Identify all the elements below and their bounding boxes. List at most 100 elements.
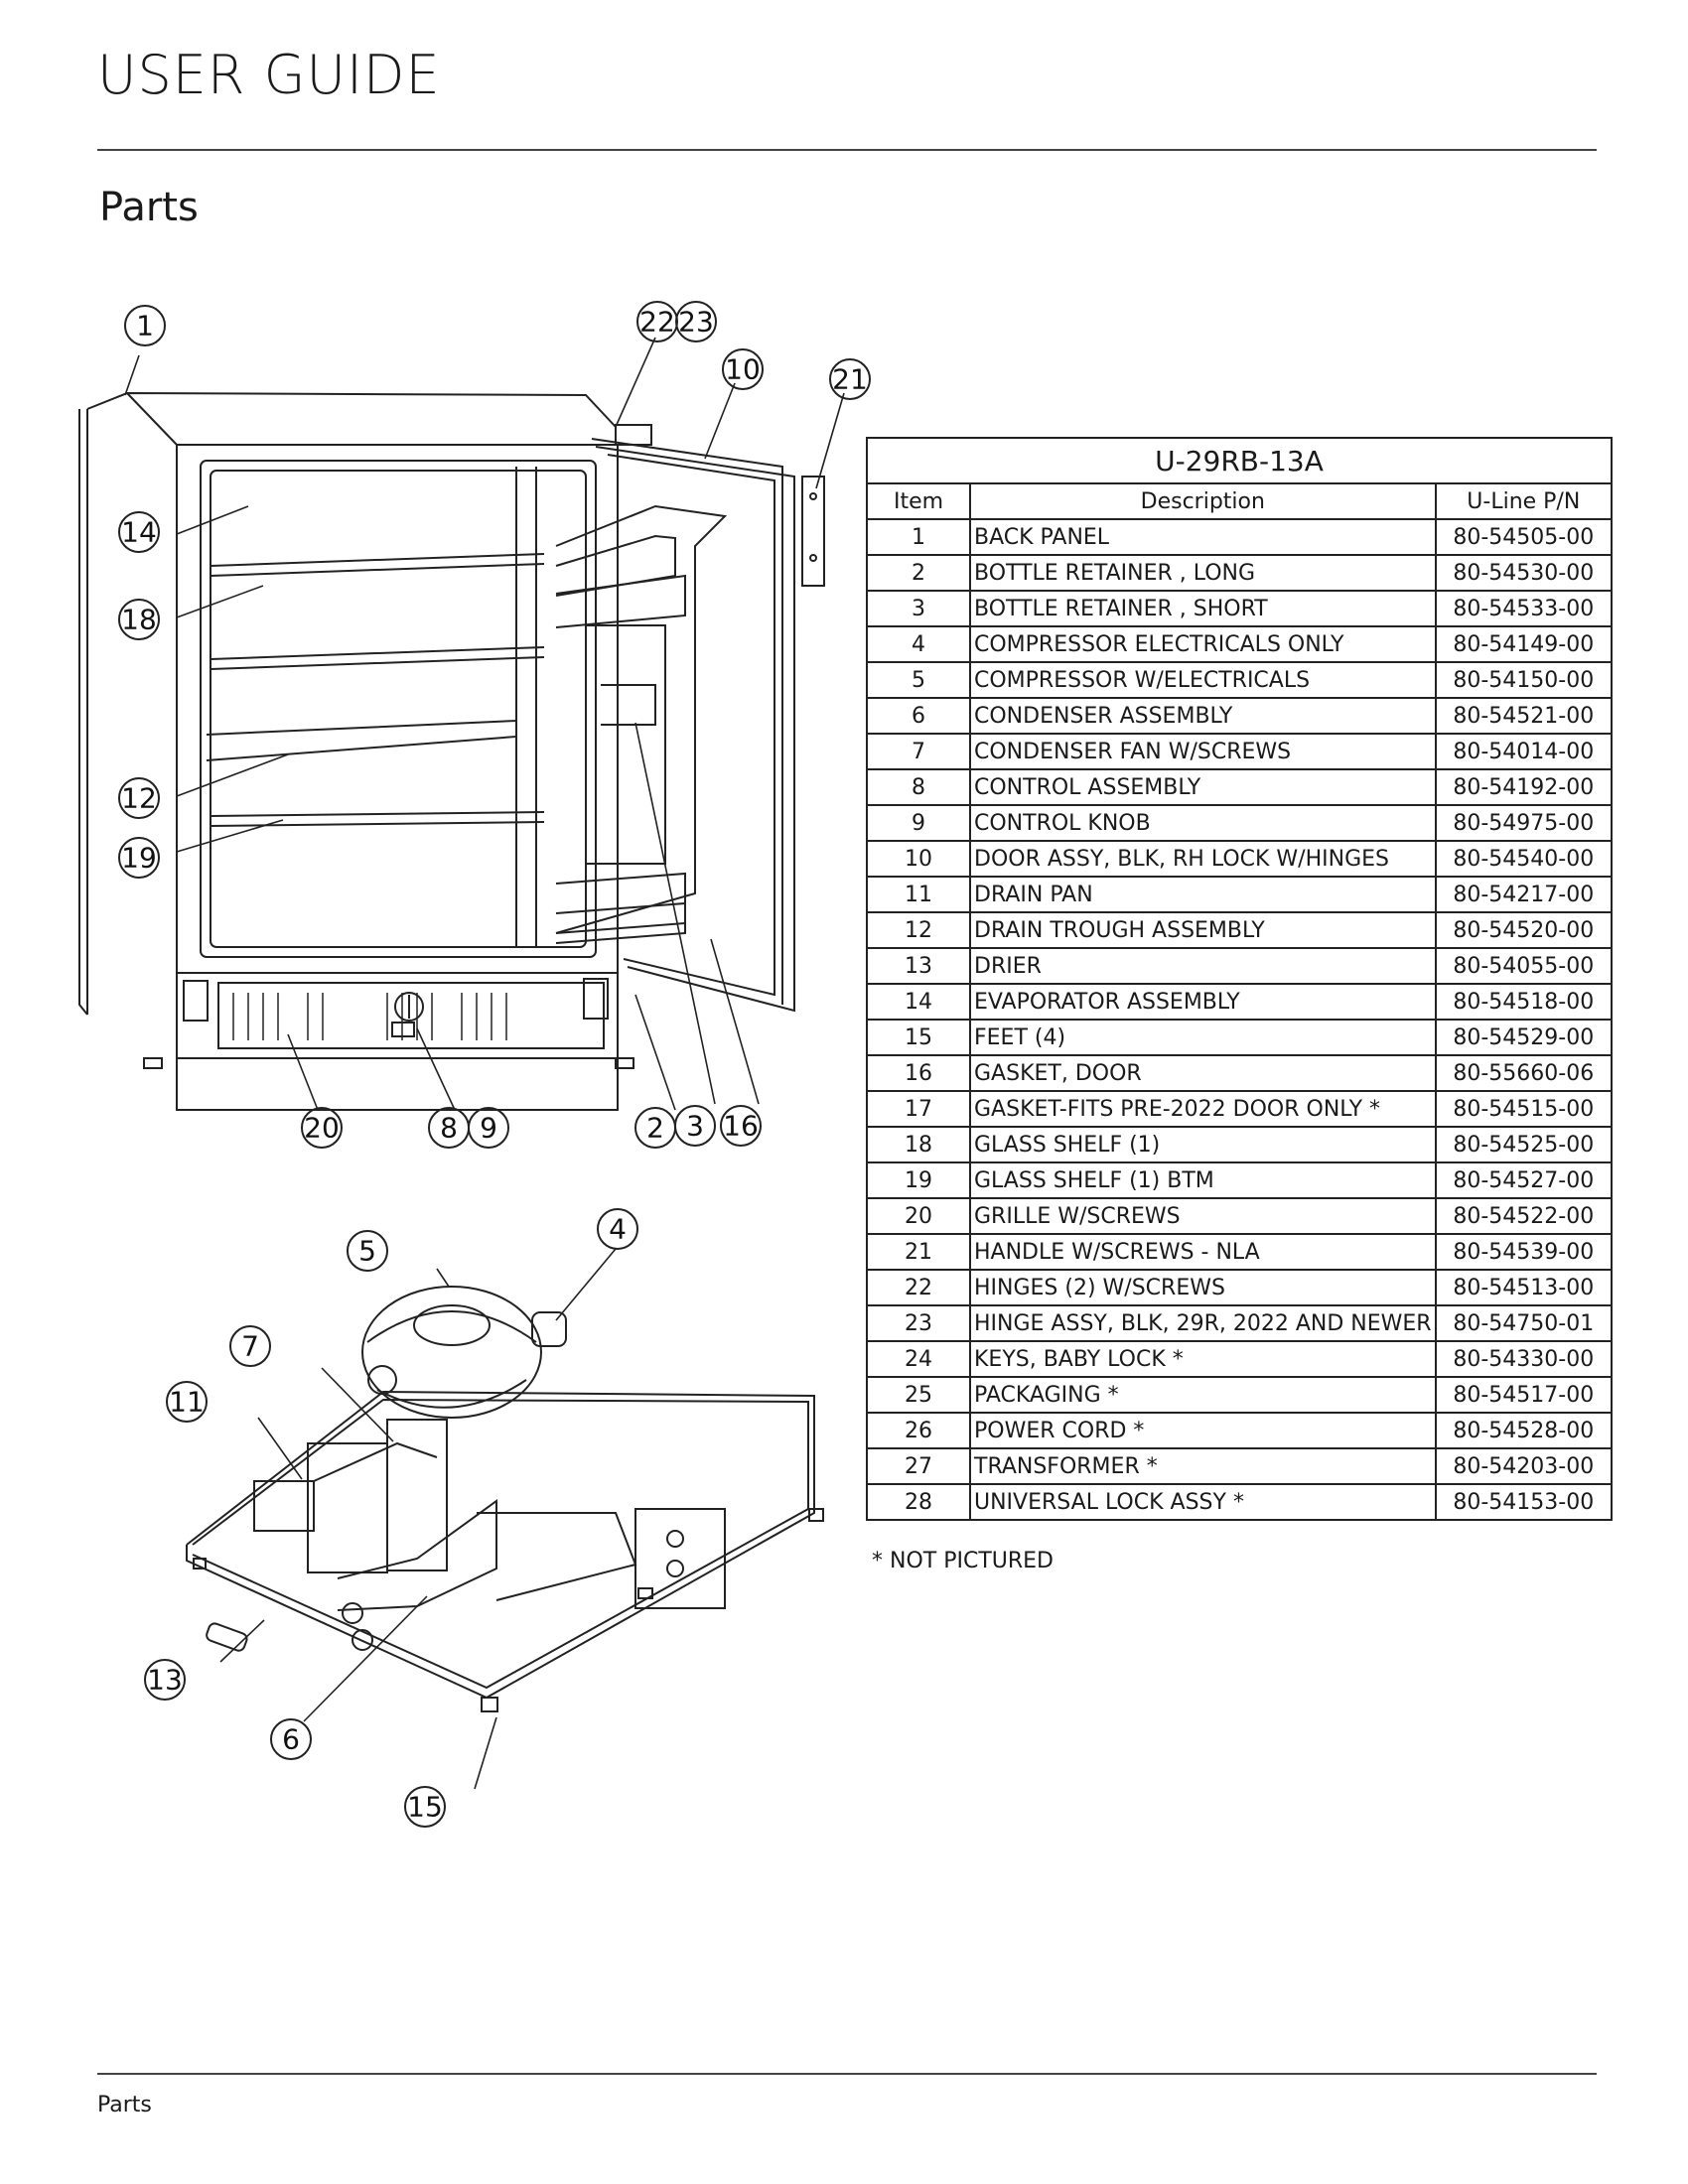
description-cell: DOOR ASSY, BLK, RH LOCK W/HINGES	[969, 840, 1437, 878]
item-number-cell: 3	[866, 590, 971, 627]
callout-16: 16	[723, 1110, 759, 1143]
callout-4: 4	[609, 1213, 627, 1246]
item-number-cell: 1	[866, 518, 971, 556]
column-header-item: Item	[866, 482, 971, 520]
header-divider	[97, 149, 1597, 151]
description-cell: HINGES (2) W/SCREWS	[969, 1269, 1437, 1306]
item-number-cell: 19	[866, 1161, 971, 1199]
item-number-cell: 10	[866, 840, 971, 878]
item-number-cell: 6	[866, 697, 971, 735]
callout-21: 21	[832, 363, 868, 396]
part-number-cell: 80-54149-00	[1434, 625, 1614, 663]
description-cell: BACK PANEL	[969, 518, 1437, 556]
description-cell: TRANSFORMER *	[969, 1447, 1437, 1485]
callout-12: 12	[121, 782, 157, 815]
callout-14: 14	[121, 516, 157, 549]
description-cell: COMPRESSOR W/ELECTRICALS	[969, 661, 1437, 699]
description-cell: POWER CORD *	[969, 1412, 1437, 1449]
parts-table: U-29RB-13A Item Description U-Line P/N 1…	[866, 437, 1614, 1521]
callout-23: 23	[678, 306, 714, 339]
page-title: USER GUIDE	[97, 44, 441, 106]
part-number-cell: 80-54203-00	[1434, 1447, 1614, 1485]
refrigerator-drawing	[78, 391, 825, 1111]
part-number-cell: 80-54528-00	[1434, 1412, 1614, 1449]
description-cell: CONDENSER ASSEMBLY	[969, 697, 1437, 735]
part-number-cell: 80-54529-00	[1434, 1019, 1614, 1056]
description-cell: GLASS SHELF (1)	[969, 1126, 1437, 1163]
part-number-cell: 80-54539-00	[1434, 1233, 1614, 1271]
part-number-cell: 80-54533-00	[1434, 590, 1614, 627]
description-cell: FEET (4)	[969, 1019, 1437, 1056]
item-number-cell: 18	[866, 1126, 971, 1163]
description-cell: CONTROL ASSEMBLY	[969, 768, 1437, 806]
part-number-cell: 80-54521-00	[1434, 697, 1614, 735]
callout-5: 5	[358, 1235, 376, 1268]
parts-diagram: 1 22 23 10 21 14 18 12 19 20 8 9 2 3 16 …	[78, 301, 871, 1828]
description-cell: GLASS SHELF (1) BTM	[969, 1161, 1437, 1199]
callout-1: 1	[136, 310, 154, 342]
footer-divider	[97, 2073, 1597, 2075]
part-number-cell: 80-54055-00	[1434, 947, 1614, 985]
callout-3: 3	[686, 1110, 704, 1143]
item-number-cell: 25	[866, 1376, 971, 1414]
description-cell: GASKET, DOOR	[969, 1054, 1437, 1092]
description-cell: BOTTLE RETAINER , LONG	[969, 554, 1437, 592]
item-number-cell: 8	[866, 768, 971, 806]
callout-6: 6	[282, 1723, 300, 1756]
callout-19: 19	[121, 842, 157, 875]
item-number-cell: 26	[866, 1412, 971, 1449]
item-number-cell: 7	[866, 733, 971, 770]
item-number-cell: 12	[866, 911, 971, 949]
description-cell: HANDLE W/SCREWS - NLA	[969, 1233, 1437, 1271]
item-number-cell: 22	[866, 1269, 971, 1306]
not-pictured-note: * NOT PICTURED	[872, 1549, 1054, 1573]
description-cell: HINGE ASSY, BLK, 29R, 2022 AND NEWER	[969, 1304, 1437, 1342]
item-number-cell: 16	[866, 1054, 971, 1092]
description-cell: KEYS, BABY LOCK *	[969, 1340, 1437, 1378]
description-cell: CONTROL KNOB	[969, 804, 1437, 842]
item-number-cell: 20	[866, 1197, 971, 1235]
compressor-drawing	[186, 1286, 824, 1712]
item-number-cell: 21	[866, 1233, 971, 1271]
part-number-cell: 80-54525-00	[1434, 1126, 1614, 1163]
item-number-cell: 27	[866, 1447, 971, 1485]
column-header-description: Description	[969, 482, 1437, 520]
description-cell: DRAIN TROUGH ASSEMBLY	[969, 911, 1437, 949]
item-number-cell: 2	[866, 554, 971, 592]
item-number-cell: 13	[866, 947, 971, 985]
item-number-cell: 23	[866, 1304, 971, 1342]
part-number-cell: 80-54513-00	[1434, 1269, 1614, 1306]
callout-20: 20	[304, 1112, 340, 1145]
callout-15: 15	[407, 1791, 443, 1824]
part-number-cell: 80-54192-00	[1434, 768, 1614, 806]
model-number: U-29RB-13A	[866, 437, 1613, 484]
description-cell: DRAIN PAN	[969, 876, 1437, 913]
part-number-cell: 80-54527-00	[1434, 1161, 1614, 1199]
description-cell: GASKET-FITS PRE-2022 DOOR ONLY *	[969, 1090, 1437, 1128]
description-cell: BOTTLE RETAINER , SHORT	[969, 590, 1437, 627]
column-header-part-number: U-Line P/N	[1434, 482, 1614, 520]
part-number-cell: 80-54330-00	[1434, 1340, 1614, 1378]
part-number-cell: 80-54540-00	[1434, 840, 1614, 878]
callout-10: 10	[725, 353, 761, 386]
part-number-cell: 80-54522-00	[1434, 1197, 1614, 1235]
description-cell: CONDENSER FAN W/SCREWS	[969, 733, 1437, 770]
